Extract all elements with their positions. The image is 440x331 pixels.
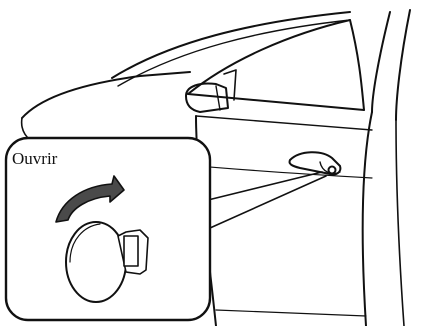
b-pillar-front: [350, 20, 364, 110]
rear-fender: [396, 120, 404, 326]
b-pillar: [372, 12, 390, 112]
window-lower-edge: [188, 94, 364, 110]
b-pillar-edge: [396, 10, 410, 120]
side-mirror-base: [216, 86, 220, 110]
door-handle-icon: [289, 152, 340, 174]
door-rear-edge: [363, 112, 372, 326]
sill-line: [216, 310, 366, 316]
roof-line: [112, 12, 350, 78]
callout-pointer-lower: [210, 176, 326, 228]
door-belt-line: [196, 116, 372, 130]
hood-line: [22, 72, 190, 118]
callout-label-open: Ouvrir: [12, 150, 57, 167]
